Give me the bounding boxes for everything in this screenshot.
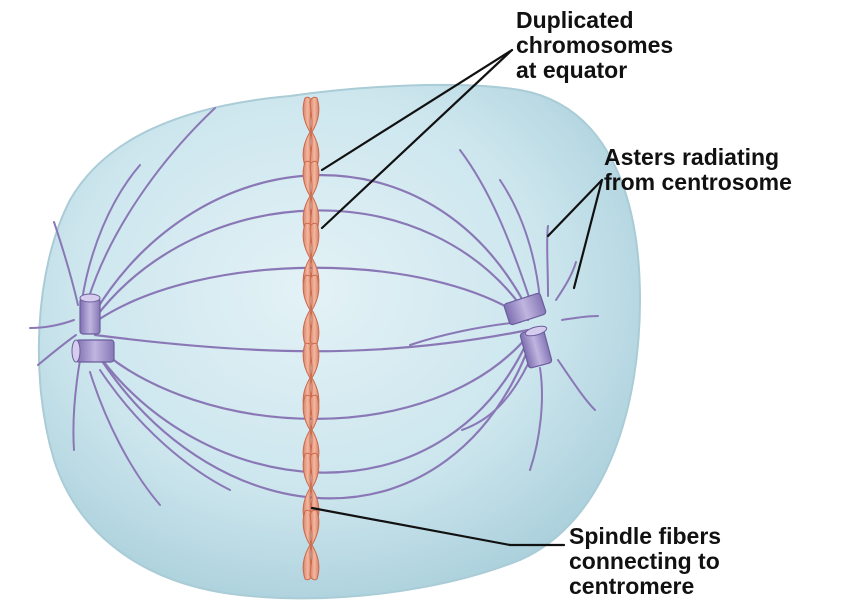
label-line: from centrosome bbox=[604, 170, 792, 195]
chromosomes-at-equator bbox=[303, 97, 319, 580]
label-line: chromosomes bbox=[516, 33, 673, 58]
label-line: connecting to bbox=[569, 549, 721, 574]
label-line: centromere bbox=[569, 574, 721, 599]
label-line: Duplicated bbox=[516, 8, 673, 33]
label-line: Asters radiating bbox=[604, 145, 792, 170]
label-spindle-fibers: Spindle fibers connecting to centromere bbox=[569, 524, 721, 599]
label-duplicated-chromosomes: Duplicated chromosomes at equator bbox=[516, 8, 673, 83]
cell-body bbox=[39, 85, 640, 598]
label-asters: Asters radiating from centrosome bbox=[604, 145, 792, 195]
label-line: at equator bbox=[516, 58, 673, 83]
label-line: Spindle fibers bbox=[569, 524, 721, 549]
